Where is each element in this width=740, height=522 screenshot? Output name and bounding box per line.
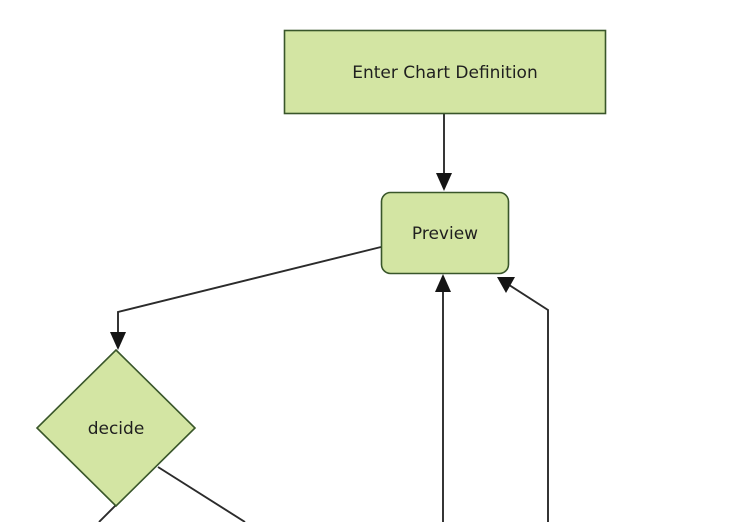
arrowhead-icon xyxy=(110,332,126,350)
arrowhead-icon xyxy=(497,277,515,293)
edge-decide-to-lower-right[interactable] xyxy=(157,466,246,522)
node-decide[interactable]: decide xyxy=(35,348,197,508)
node-enter-chart-definition[interactable]: Enter Chart Definition xyxy=(283,29,607,115)
arrowhead-icon xyxy=(436,173,452,191)
arrowhead-icon xyxy=(435,274,451,292)
node-decide-shape xyxy=(35,348,197,508)
node-preview-label: Preview xyxy=(412,224,478,244)
node-layer: Enter Chart Definition Preview decide xyxy=(35,29,607,508)
node-decide-label: decide xyxy=(88,419,145,439)
edge-enter-to-preview[interactable] xyxy=(436,114,452,191)
edge-preview-to-decide-line xyxy=(117,246,382,340)
edge-decide-to-lower-left-line xyxy=(98,504,117,522)
node-preview-shape xyxy=(380,191,510,275)
edge-decide-to-lower-right-line xyxy=(157,466,246,522)
node-preview[interactable]: Preview xyxy=(380,191,510,275)
node-enter-chart-definition-shape xyxy=(283,29,607,115)
node-enter-chart-definition-label: Enter Chart Definition xyxy=(352,63,537,83)
edge-lower-center-to-preview[interactable] xyxy=(435,274,451,522)
edge-lower-right-to-preview-line xyxy=(505,282,549,522)
edge-layer xyxy=(98,114,549,522)
edge-preview-to-decide[interactable] xyxy=(110,246,382,350)
edge-decide-to-lower-left[interactable] xyxy=(98,504,117,522)
edge-lower-right-to-preview[interactable] xyxy=(497,277,549,522)
